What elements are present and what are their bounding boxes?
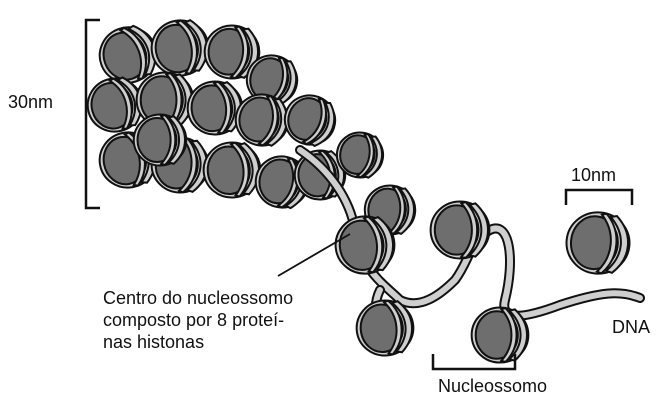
nucleosome-extended-5 [564,210,632,276]
nucleosome-compact-13 [134,115,187,166]
nucleosome-compact-11 [201,140,262,200]
core-label-line3: nas histonas [103,332,204,352]
chromatin-fiber-30nm [82,16,417,237]
fiber-width-label: 30nm [8,92,53,112]
core-label-line2: composto por 8 proteí- [103,310,284,330]
nucleosome-width-label: 10nm [571,165,616,185]
core-label-line1: Centro do nucleossomo [103,288,293,308]
nucleosome-extended-4 [472,307,529,362]
nucleosome-extended-2 [431,201,490,258]
dna-label: DNA [612,317,650,337]
nucleosome-compact-2 [147,16,212,80]
nucleosome-width-bracket [566,190,632,205]
nucleosome-compact-7 [185,79,244,137]
nucleosome-label: Nucleossomo [438,376,547,396]
